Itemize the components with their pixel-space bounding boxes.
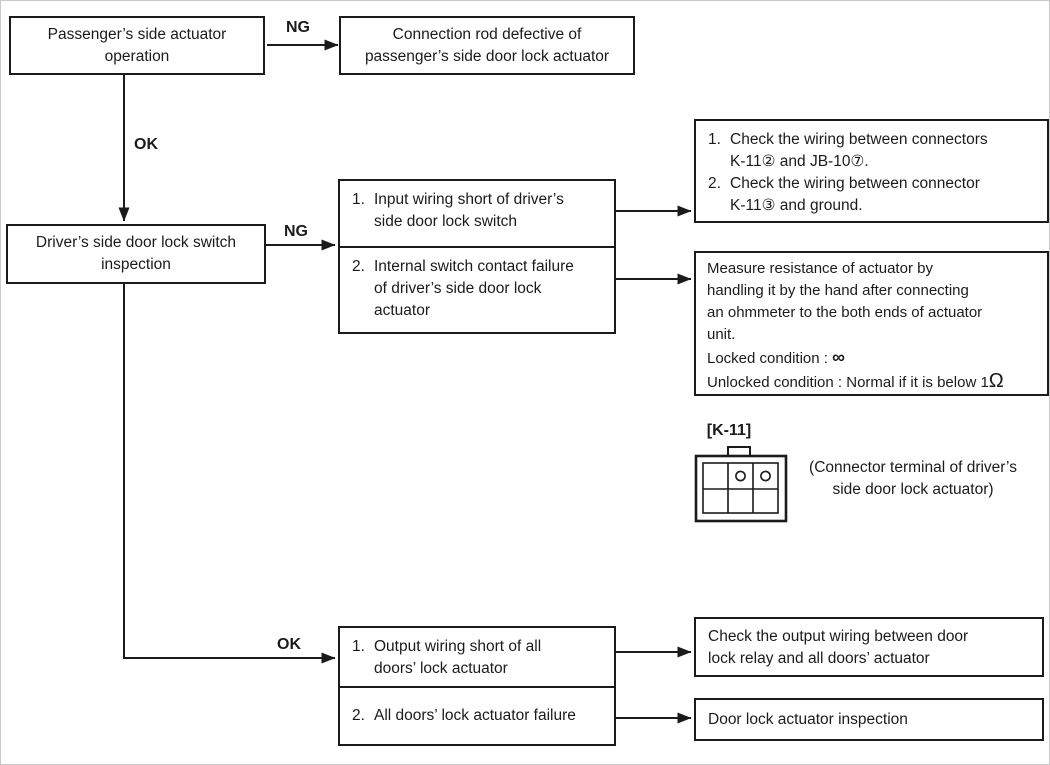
- node-connection-rod-defective: Connection rod defective of passenger’s …: [339, 16, 635, 75]
- connector-inner-frame: [702, 462, 779, 514]
- cause-input-wiring-short: 1. Input wiring short of driver’s side d…: [340, 181, 614, 246]
- item-number: 2.: [352, 258, 365, 275]
- connector-terminal-pin: [760, 470, 771, 482]
- label-ng-passenger: NG: [286, 19, 310, 36]
- node-text: Passenger’s side actuator operation: [47, 25, 227, 65]
- item-number: 2.: [352, 707, 365, 724]
- arrow-ok-to-output-causes: [123, 284, 336, 664]
- k11-connector-caption: (Connector terminal of driver’s side doo…: [809, 459, 1017, 498]
- item-text: Check the wiring between connector K-11③…: [730, 175, 980, 214]
- check-wiring-step: 2. Check the wiring between connector K-…: [708, 173, 1043, 217]
- node-driver-switch-inspection: Driver’s side door lock switch inspectio…: [6, 224, 266, 284]
- node-text: Door lock actuator inspection: [708, 710, 908, 728]
- check-wiring-step: 1. Check the wiring between connectors K…: [708, 129, 1043, 173]
- cause-all-doors-actuator-failure: 2. All doors’ lock actuator failure: [340, 686, 614, 744]
- infinity-symbol: ∞: [832, 347, 845, 367]
- measure-text: Unlocked condition : Normal if it is bel…: [707, 374, 989, 391]
- node-text: Driver’s side door lock switch inspectio…: [35, 234, 237, 273]
- cause-internal-switch-failure: 2. Internal switch contact failure of dr…: [340, 246, 614, 332]
- measure-text: Measure resistance of actuator by handli…: [707, 260, 983, 367]
- node-check-wiring-steps: 1. Check the wiring between connectors K…: [694, 119, 1049, 223]
- node-driver-ok-causes: 1. Output wiring short of all doors’ loc…: [338, 626, 616, 746]
- node-text: Check the output wiring between door loc…: [708, 628, 969, 667]
- item-number: 2.: [708, 175, 721, 192]
- k11-connector-label: [K-11]: [706, 422, 752, 439]
- node-check-output-wiring: Check the output wiring between door loc…: [694, 617, 1044, 677]
- item-number: 1.: [708, 131, 721, 148]
- item-number: 1.: [352, 638, 365, 655]
- item-number: 1.: [352, 191, 365, 208]
- omega-symbol: Ω: [988, 370, 1004, 392]
- item-text: All doors’ lock actuator failure: [374, 707, 576, 724]
- connector-terminal-pin: [735, 470, 746, 482]
- cause-output-wiring-short: 1. Output wiring short of all doors’ loc…: [340, 628, 614, 686]
- node-driver-ng-causes: 1. Input wiring short of driver’s side d…: [338, 179, 616, 334]
- node-text: Connection rod defective of passenger’s …: [364, 25, 610, 65]
- label-ok-driver: OK: [277, 636, 301, 653]
- item-text: Input wiring short of driver’s side door…: [374, 191, 564, 230]
- node-passenger-actuator-operation: Passenger’s side actuator operation: [9, 16, 265, 75]
- k11-connector-diagram: [694, 446, 788, 523]
- node-measure-resistance: Measure resistance of actuator by handli…: [694, 251, 1049, 396]
- item-text: Output wiring short of all doors’ lock a…: [374, 638, 542, 677]
- label-ok-passenger: OK: [134, 136, 158, 153]
- node-door-lock-actuator-inspection: Door lock actuator inspection: [694, 698, 1044, 741]
- item-text: Internal switch contact failure of drive…: [374, 258, 574, 319]
- label-ng-driver: NG: [284, 223, 308, 240]
- item-text: Check the wiring between connectors K-11…: [730, 131, 988, 170]
